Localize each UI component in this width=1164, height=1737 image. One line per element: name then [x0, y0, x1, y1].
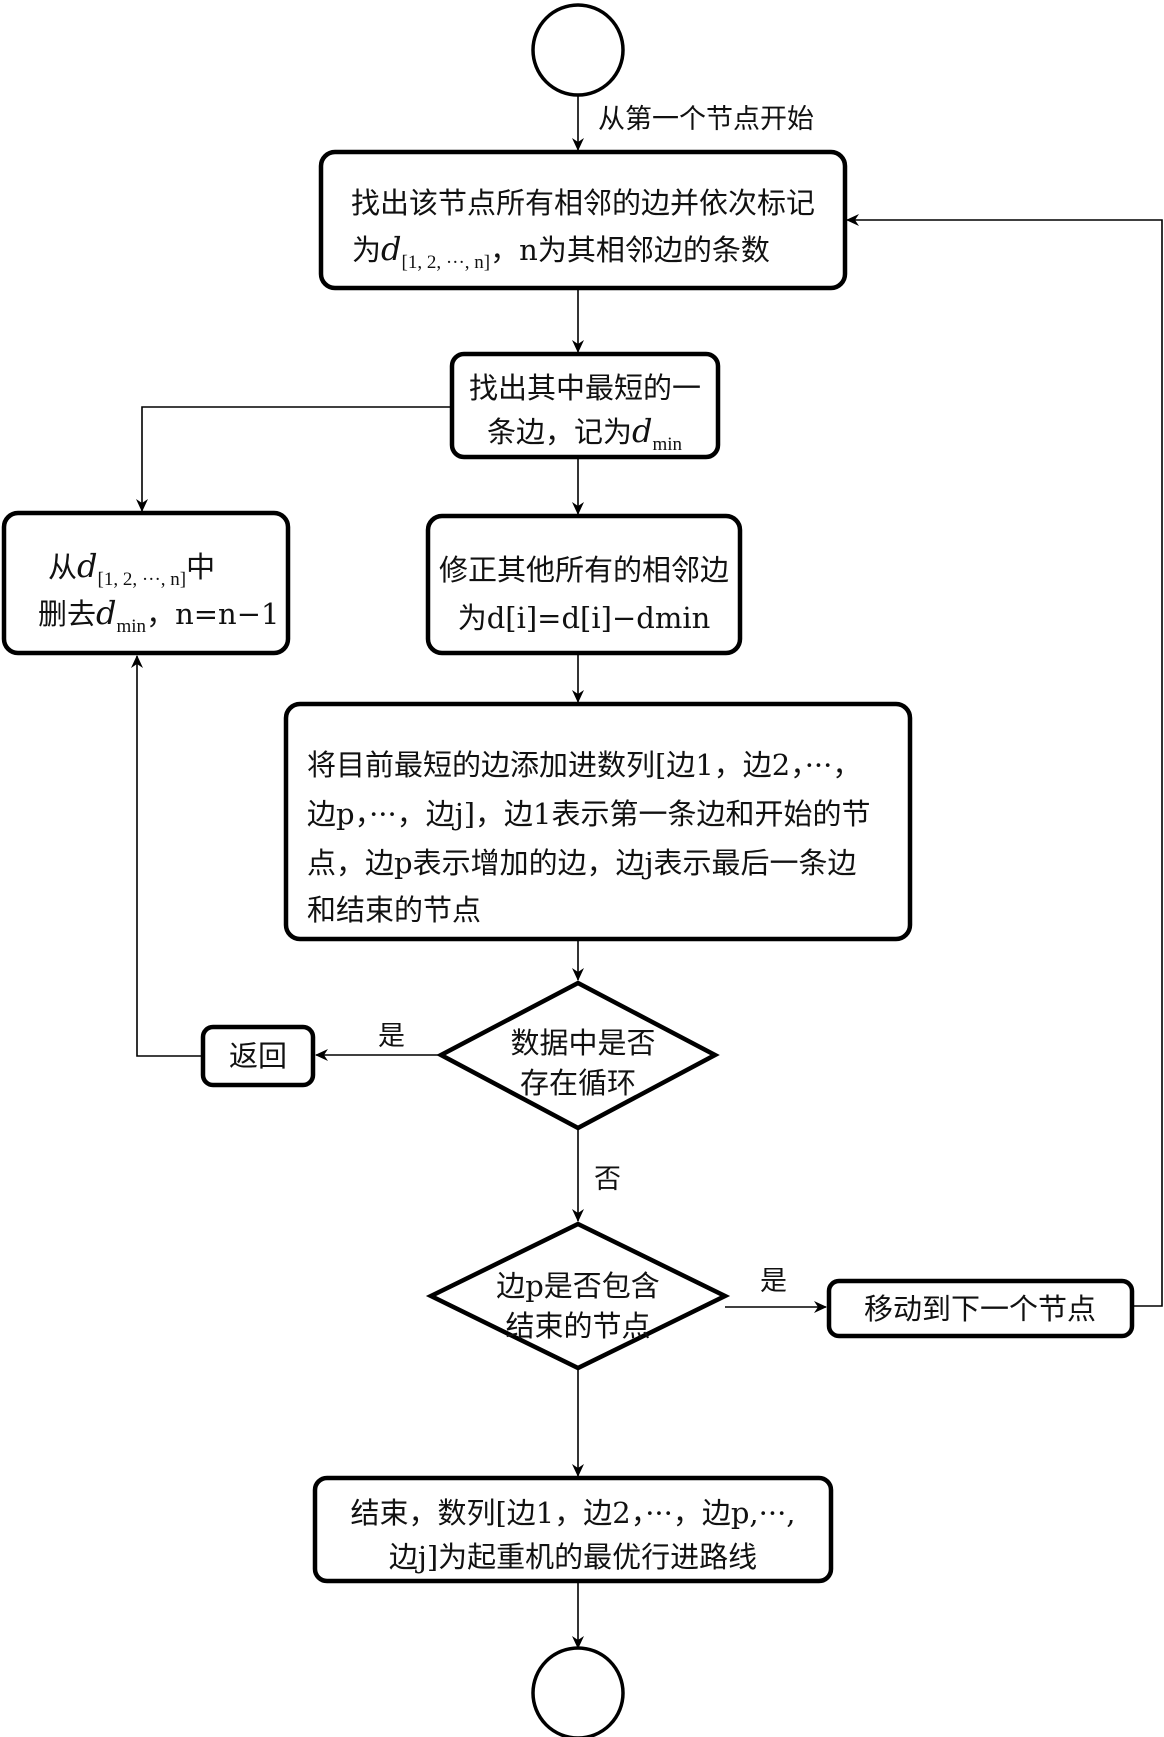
loop-check-line2: 存在循环 — [520, 1066, 636, 1100]
loop-yes-label: 是 — [378, 1021, 405, 1052]
move-next-label: 移动到下一个节点 — [864, 1292, 1096, 1326]
start-terminal — [531, 3, 625, 97]
modify-box — [425, 513, 743, 656]
find-edges-line1: 找出该节点所有相邻的边并依次标记 — [351, 186, 815, 220]
modify-line1: 修正其他所有的相邻边 — [439, 553, 729, 587]
append-line4: 和结束的节点 — [307, 893, 481, 927]
loop-no-label: 否 — [594, 1164, 621, 1195]
finish-box — [312, 1475, 834, 1584]
move-next-box — [826, 1278, 1135, 1339]
start-label: 从第一个节点开始 — [598, 104, 814, 135]
loop-check-line1: 数据中是否 — [510, 1026, 655, 1060]
end-check-yes-label: 是 — [760, 1266, 787, 1297]
arrow-move-next-loopback — [846, 214, 1163, 1307]
find-min-line1: 找出其中最短的一 — [469, 371, 701, 405]
arrow-find-min-to-delete — [136, 406, 452, 512]
return-label: 返回 — [229, 1039, 287, 1073]
find-min-line2: 条边，记为dmin — [487, 412, 683, 455]
append-line2: 边p，···，边j]，边1表示第一条边和开始的节 — [307, 797, 870, 831]
end-terminal — [531, 1646, 625, 1737]
modify-line2: 为d[i]=d[i]−dmin — [458, 601, 711, 635]
find-min-box — [449, 351, 721, 460]
append-line1: 将目前最短的边添加进数列[边1，边2，···， — [307, 748, 861, 782]
append-line3: 点，边p表示增加的边，边j表示最后一条边 — [307, 846, 857, 880]
find-edges-box — [318, 149, 848, 291]
end-check-line1: 边p是否包含 — [496, 1269, 660, 1303]
end-check-line2: 结束的节点 — [505, 1309, 650, 1343]
append-box — [283, 701, 913, 942]
find-edges-line2: 为d[1, 2, ···, n]，n为其相邻边的条数 — [352, 230, 770, 273]
delete-min-box — [1, 510, 291, 656]
delete-min-line2: 删去dmin，n=n−1 — [38, 594, 279, 637]
finish-line2: 边j]为起重机的最优行进路线 — [389, 1540, 757, 1574]
finish-line1: 结束，数列[边1，边2，···，边p,···, — [350, 1496, 795, 1530]
arrow-return-to-delete — [131, 655, 203, 1057]
delete-min-line1: 从d[1, 2, ···, n]中 — [48, 547, 215, 590]
